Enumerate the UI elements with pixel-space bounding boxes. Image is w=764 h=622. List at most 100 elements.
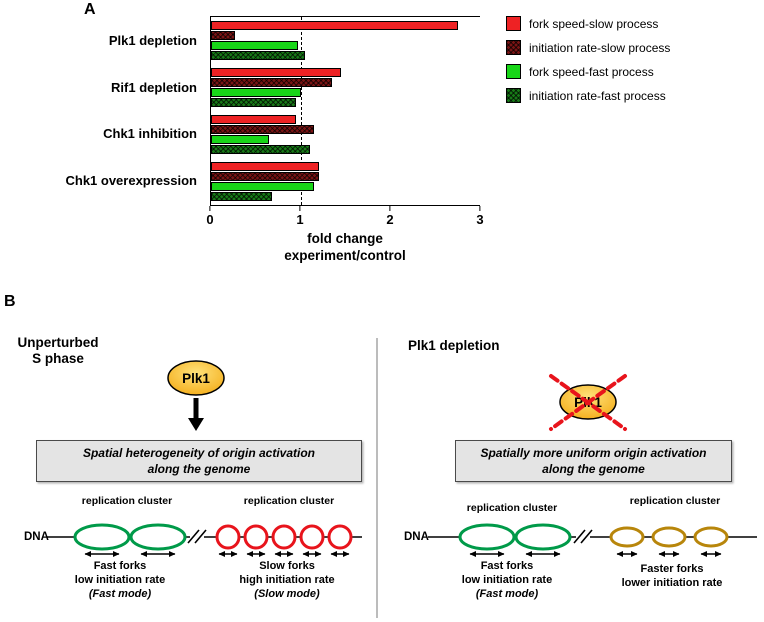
- bar: [211, 51, 306, 60]
- dna-break-mark: [580, 529, 593, 544]
- legend-item: fork speed-fast process: [506, 64, 670, 79]
- x-tick: 1: [296, 206, 304, 227]
- bar: [211, 78, 333, 87]
- legend-label: fork speed-slow process: [529, 16, 659, 31]
- caption-slow-left: Slow forks high initiation rate (Slow mo…: [222, 560, 352, 601]
- bar-group: [211, 111, 480, 158]
- caption-line: high initiation rate: [239, 573, 335, 586]
- plk1-ellipse-left: [167, 360, 225, 396]
- slow-origin-bubble: [299, 524, 325, 550]
- slow-origin-bubble: [327, 524, 353, 550]
- cluster-label: replication cluster: [466, 502, 558, 514]
- bar-group: [211, 158, 480, 205]
- tick-mark: [479, 206, 481, 211]
- right-section-title: Plk1 depletion: [408, 338, 500, 353]
- caption-line: low initiation rate: [461, 573, 553, 586]
- legend-item: initiation rate-fast process: [506, 88, 670, 103]
- left-section-title: Unperturbed S phase: [17, 335, 99, 367]
- bar: [211, 192, 272, 201]
- faster-origin-bubble: [609, 526, 645, 548]
- category-label: Plk1 depletion: [108, 32, 197, 48]
- legend-swatch: [506, 64, 521, 79]
- slow-origin-bubble: [271, 524, 297, 550]
- x-axis-title: fold change experiment/control: [284, 231, 406, 263]
- plk1-label-left: Plk1: [182, 371, 210, 386]
- dna-break-mark: [187, 529, 200, 544]
- caption-line: Fast forks: [93, 560, 147, 572]
- caption-line: Slow forks: [259, 560, 315, 572]
- bar: [211, 68, 342, 77]
- caption-faster-right: Faster forks lower initiation rate: [607, 563, 737, 591]
- left-info-box: Spatial heterogeneity of origin activati…: [36, 440, 362, 482]
- faster-origin-bubble: [651, 526, 687, 548]
- legend-label: initiation rate-slow process: [529, 40, 671, 55]
- bar: [211, 88, 301, 97]
- category-label: Chk1 inhibition: [103, 126, 197, 142]
- fast-origin-bubble: [129, 523, 187, 551]
- red-cross-line: [549, 374, 627, 431]
- x-tick: 2: [386, 206, 394, 227]
- legend-item: initiation rate-slow process: [506, 40, 670, 55]
- legend-item: fork speed-slow process: [506, 16, 670, 31]
- x-tick: 0: [206, 206, 214, 227]
- caption-line: lower initiation rate: [621, 576, 723, 589]
- plot-area: [210, 16, 480, 206]
- tick-label: 3: [476, 212, 484, 227]
- category-label: Rif1 depletion: [111, 79, 197, 95]
- bar: [211, 172, 319, 181]
- legend-label: fork speed-fast process: [529, 64, 654, 79]
- legend-label: initiation rate-fast process: [529, 88, 666, 103]
- bar: [211, 31, 236, 40]
- dna-break-mark: [194, 529, 207, 544]
- bar: [211, 162, 319, 171]
- caption-line: (Fast mode): [88, 587, 152, 600]
- reference-line: [300, 17, 302, 205]
- tick-mark: [389, 206, 391, 211]
- fast-origin-bubble: [458, 523, 516, 551]
- tick-label: 2: [386, 212, 394, 227]
- bar: [211, 98, 297, 107]
- caption-line: Faster forks: [640, 563, 704, 575]
- caption-fast-left: Fast forks low initiation rate (Fast mod…: [55, 560, 185, 601]
- caption-line: (Slow mode): [254, 587, 320, 600]
- tick-label: 0: [206, 212, 214, 227]
- legend: fork speed-slow process initiation rate-s…: [506, 16, 670, 103]
- dna-label: DNA: [24, 531, 49, 543]
- caption-line: low initiation rate: [74, 573, 166, 586]
- caption-line: Fast forks: [480, 560, 534, 572]
- tick-mark: [299, 206, 301, 211]
- right-info-box: Spatially more uniform origin activation…: [455, 440, 732, 482]
- x-tick: 3: [476, 206, 484, 227]
- faster-origin-bubble: [693, 526, 729, 548]
- tick-label: 1: [296, 212, 304, 227]
- slow-origin-bubble: [243, 524, 269, 550]
- bar: [211, 145, 310, 154]
- x-axis-ticks: 0 1 2 3: [206, 206, 484, 230]
- bar: [211, 125, 315, 134]
- diagram-canvas: Plk1 Plk1: [47, 338, 757, 618]
- bar: [211, 182, 315, 191]
- tick-mark: [209, 206, 211, 211]
- dna-break-mark: [573, 529, 586, 544]
- legend-swatch: [506, 40, 521, 55]
- bar-group: [211, 64, 480, 111]
- dna-label: DNA: [404, 531, 429, 543]
- legend-swatch: [506, 88, 521, 103]
- bar: [211, 21, 458, 30]
- cluster-label: replication cluster: [629, 495, 721, 507]
- legend-swatch: [506, 16, 521, 31]
- bar-group: [211, 17, 480, 64]
- down-arrow-head: [188, 418, 204, 431]
- down-arrow-shaft: [193, 398, 199, 419]
- slow-origin-bubble: [215, 524, 241, 550]
- bar: [211, 135, 270, 144]
- caption-line: (Fast mode): [475, 587, 539, 600]
- fast-origin-bubble: [73, 523, 131, 551]
- panel-a-label: A: [84, 1, 96, 18]
- fast-origin-bubble: [514, 523, 572, 551]
- panel-b: B Plk1: [0, 290, 764, 622]
- category-label: Chk1 overexpression: [65, 173, 197, 189]
- bar: [211, 41, 298, 50]
